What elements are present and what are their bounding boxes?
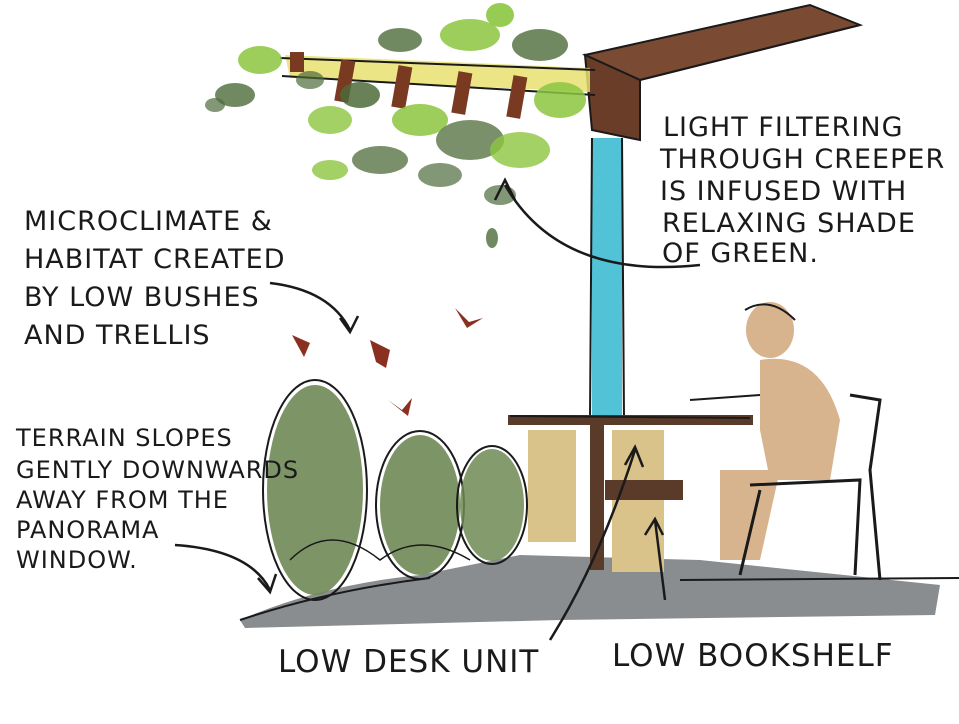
seated-person xyxy=(689,302,840,560)
note-line: BY LOW BUSHES xyxy=(24,282,260,313)
creeper-foliage xyxy=(205,3,586,248)
note-line: IS INFUSED WITH xyxy=(660,176,907,207)
note-line: MICROCLIMATE & xyxy=(24,206,273,237)
ground xyxy=(239,555,959,628)
low-desk-unit xyxy=(508,415,753,570)
note-line: LIGHT FILTERING xyxy=(663,112,904,143)
note-line: HABITAT CREATED xyxy=(24,244,286,275)
note-line: THROUGH CREEPER xyxy=(659,144,945,175)
desk-label: LOW DESK UNIT xyxy=(278,644,539,680)
light-filtering-note: LIGHT FILTERING THROUGH CREEPER IS INFUS… xyxy=(659,112,945,269)
microclimate-note: MICROCLIMATE & HABITAT CREATED BY LOW BU… xyxy=(24,206,286,351)
trellis xyxy=(279,52,596,119)
low-bushes xyxy=(262,379,528,601)
note-line: OF GREEN. xyxy=(662,238,819,269)
leader-arrows xyxy=(174,177,701,641)
note-line: AND TRELLIS xyxy=(24,320,211,351)
butterflies xyxy=(292,308,483,416)
note-line: PANORAMA xyxy=(16,516,159,544)
glass-window xyxy=(589,137,625,421)
bookshelf-label: LOW BOOKSHELF xyxy=(612,638,894,674)
terrain-note: TERRAIN SLOPES GENTLY DOWNWARDS AWAY FRO… xyxy=(15,424,299,574)
note-line: WINDOW. xyxy=(16,546,138,574)
chair xyxy=(738,393,882,581)
note-line: AWAY FROM THE xyxy=(16,486,229,514)
note-line: TERRAIN SLOPES xyxy=(15,424,233,452)
roof-overhang xyxy=(581,3,864,142)
note-line: RELAXING SHADE xyxy=(662,208,916,239)
note-line: GENTLY DOWNWARDS xyxy=(16,456,299,484)
